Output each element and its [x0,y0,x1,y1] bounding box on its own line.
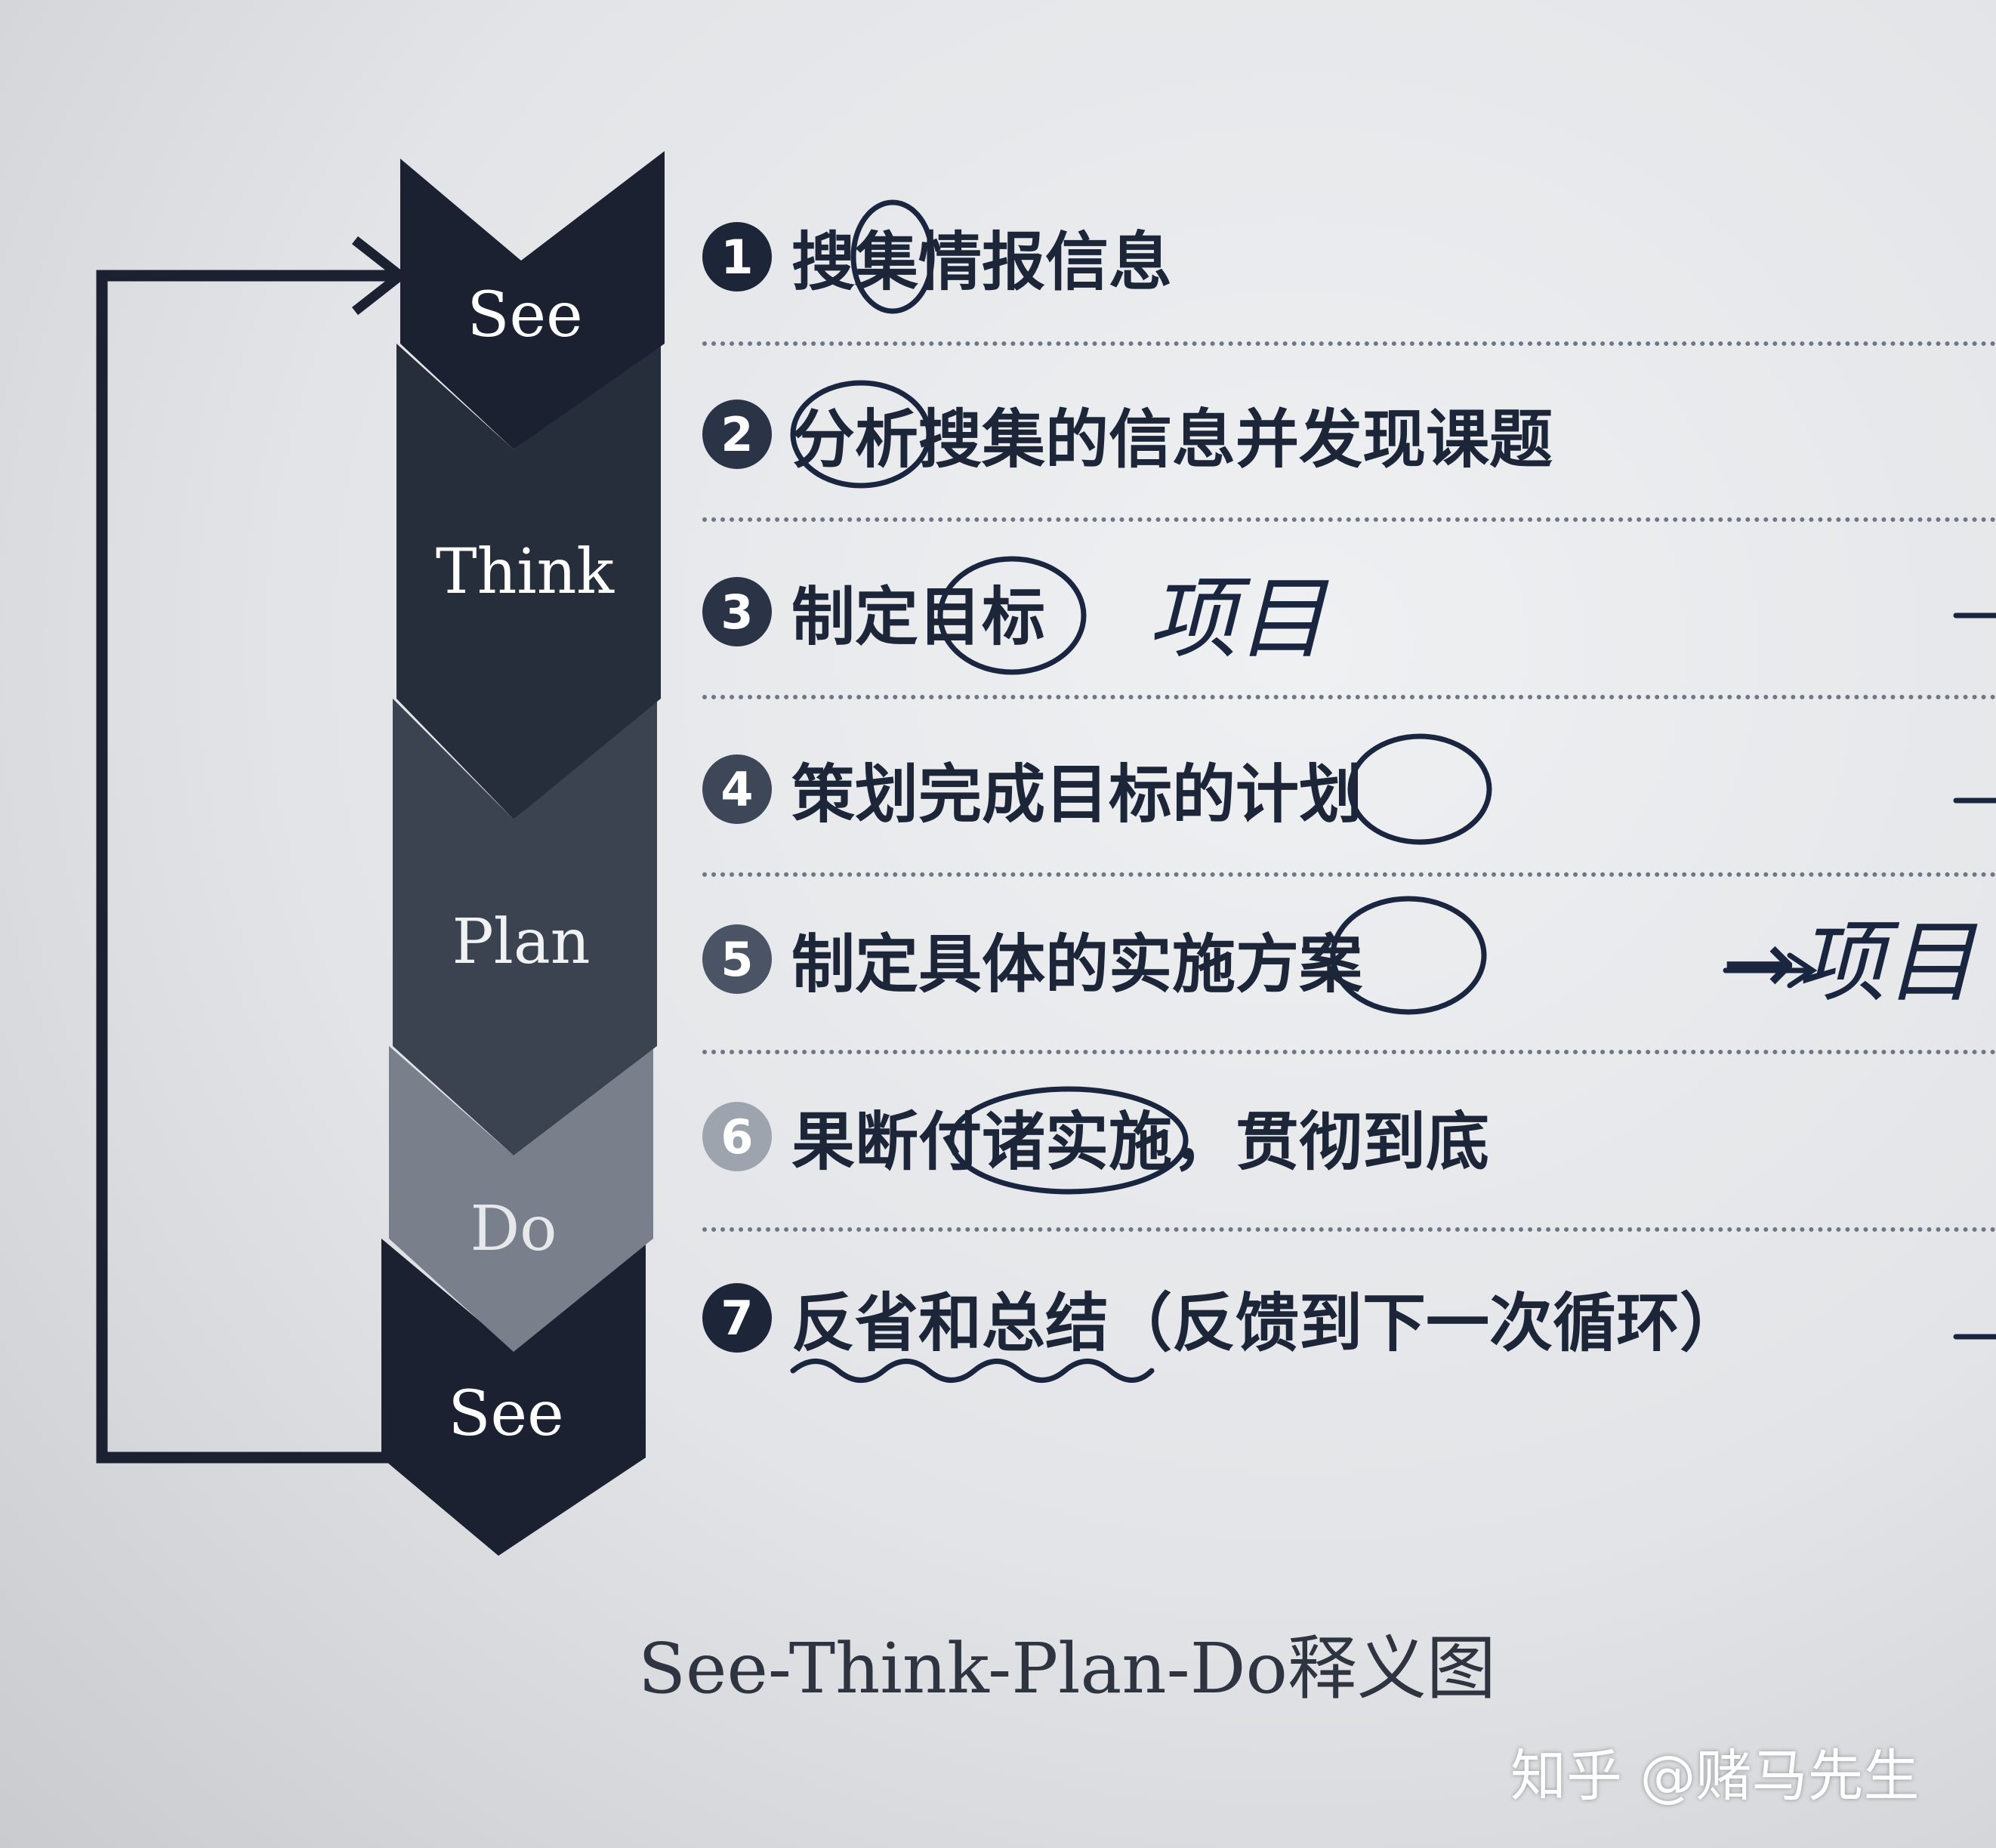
chevron-label-think: Think [436,536,615,608]
step-text: 策划完成目标的计划 [791,757,1363,831]
chevron-do [389,1046,653,1352]
dotted-separator [702,695,1996,699]
step-7: 7 反省和总结（反馈到下一次循环） [702,1273,1743,1363]
step-text: 果断付诸实施，贯彻到底 [791,1104,1490,1179]
handwritten-annotations [790,199,1996,1383]
ink-circle-step4 [1347,733,1492,845]
ink-arrow-step5 [1723,952,1818,989]
step-text: 搜集情报信息 [791,224,1173,299]
dotted-separator [702,341,1996,346]
chevron-label-see-top: See [467,279,582,351]
ink-circle-step6 [949,1086,1189,1195]
dotted-separator [702,517,1996,522]
step-text: 分析搜集的信息并发现课题 [791,402,1553,477]
chevron-label-see-bottom: See [448,1378,563,1450]
ink-circle-step1 [850,199,935,314]
dotted-separator [702,872,1996,877]
ink-circle-step5 [1330,896,1487,1015]
watermark: 知乎 @赌马先生 [1510,1744,1920,1809]
chevron-label-do: Do [470,1193,557,1265]
chevron-plan [393,699,657,1155]
step-number-badge: 2 [702,400,772,469]
step-number-badge: 7 [702,1283,772,1353]
step-text: 制定具体的实施方案 [791,927,1363,1001]
step-text: 制定目标 [791,579,1046,654]
step-number-badge: 6 [702,1102,772,1171]
ink-underline-step7 [790,1359,1155,1383]
step-number-badge: 1 [702,222,772,292]
handwritten-note-step3: 项目 [1148,566,1329,671]
feedback-loop-line [96,270,438,1464]
step-3: 3 制定目标 [702,566,1045,657]
step-5: 5 制定具体的实施方案 [702,914,1362,1004]
ink-circle-step2 [790,380,932,489]
step-2: 2 分析搜集的信息并发现课题 [702,389,1553,480]
step-text: 反省和总结（反馈到下一次循环） [791,1285,1744,1360]
step-number-badge: 3 [702,577,772,646]
figure-caption: See-Think-Plan-Do释义图 [638,1628,1496,1709]
step-6: 6 果断付诸实施，贯彻到底 [702,1091,1489,1182]
handwritten-note-step5: →项目 [1722,910,1978,1014]
chevron-think [396,344,661,819]
step-4: 4 策划完成目标的计划 [702,744,1362,835]
step-number-badge: 5 [702,924,772,994]
chevron-see-bottom [381,1239,646,1556]
step-number-badge: 4 [702,754,772,824]
dotted-separator [702,1050,1996,1054]
ink-circle-step3 [937,556,1087,675]
chevron-see-top [400,151,665,449]
chevron-label-plan: Plan [452,906,590,978]
dotted-separator [702,1227,1996,1232]
step-1: 1 搜集情报信息 [702,211,1172,302]
